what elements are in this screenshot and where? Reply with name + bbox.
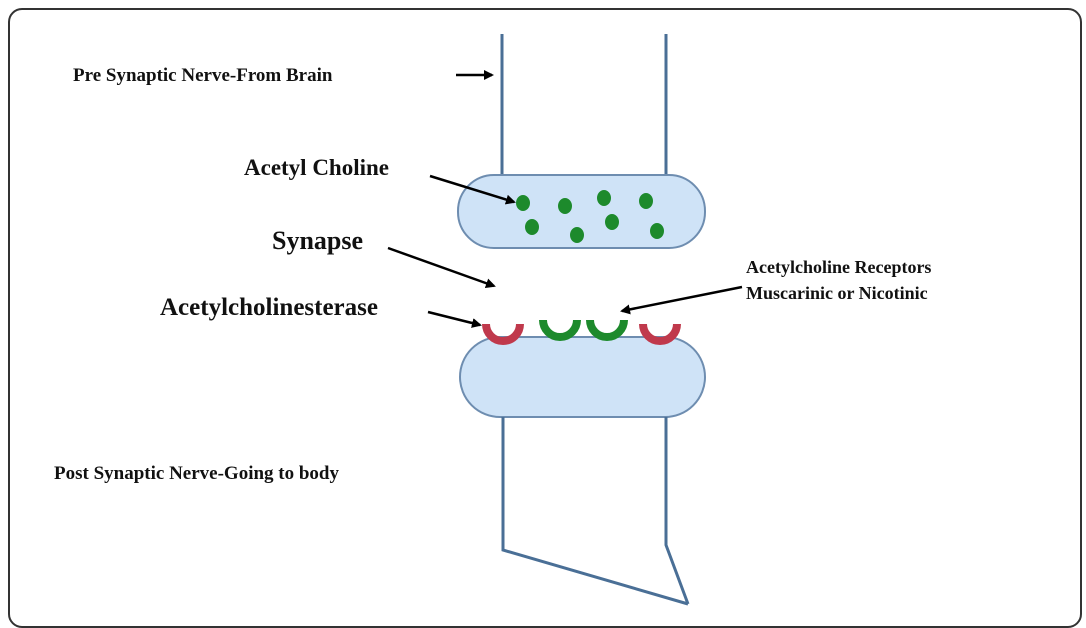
acetylcholine-dot — [639, 193, 653, 209]
post-synaptic-axon — [503, 417, 688, 604]
acetylcholine-dot — [597, 190, 611, 206]
acetylcholinesterase-label: Acetylcholinesterase — [160, 295, 378, 320]
pre-synaptic-label: Pre Synaptic Nerve-From Brain — [73, 66, 332, 85]
receptors-label-line1: Acetylcholine Receptors — [746, 258, 931, 276]
acetylcholinesterase-arrow — [428, 312, 480, 325]
post-synaptic-label: Post Synaptic Nerve-Going to body — [54, 464, 339, 483]
acetylcholinesterase-site — [486, 324, 520, 341]
acetylcholine-receptor — [543, 320, 577, 337]
acetylcholine-receptor — [590, 320, 624, 337]
receptors-label-line2: Muscarinic or Nicotinic — [746, 284, 928, 302]
acetylcholine-dot — [525, 219, 539, 235]
synapse-arrow — [388, 248, 494, 286]
acetyl-choline-label: Acetyl Choline — [244, 156, 389, 179]
acetylcholine-dot — [605, 214, 619, 230]
acetylcholine-dot — [650, 223, 664, 239]
post-synaptic-terminal — [460, 337, 705, 417]
acetylcholine-dot — [570, 227, 584, 243]
acetylcholine-dot — [558, 198, 572, 214]
acetylcholine-dot — [516, 195, 530, 211]
acetylcholinesterase-site — [643, 324, 677, 341]
synapse-label: Synapse — [272, 228, 363, 254]
receptors-arrow — [622, 287, 742, 311]
